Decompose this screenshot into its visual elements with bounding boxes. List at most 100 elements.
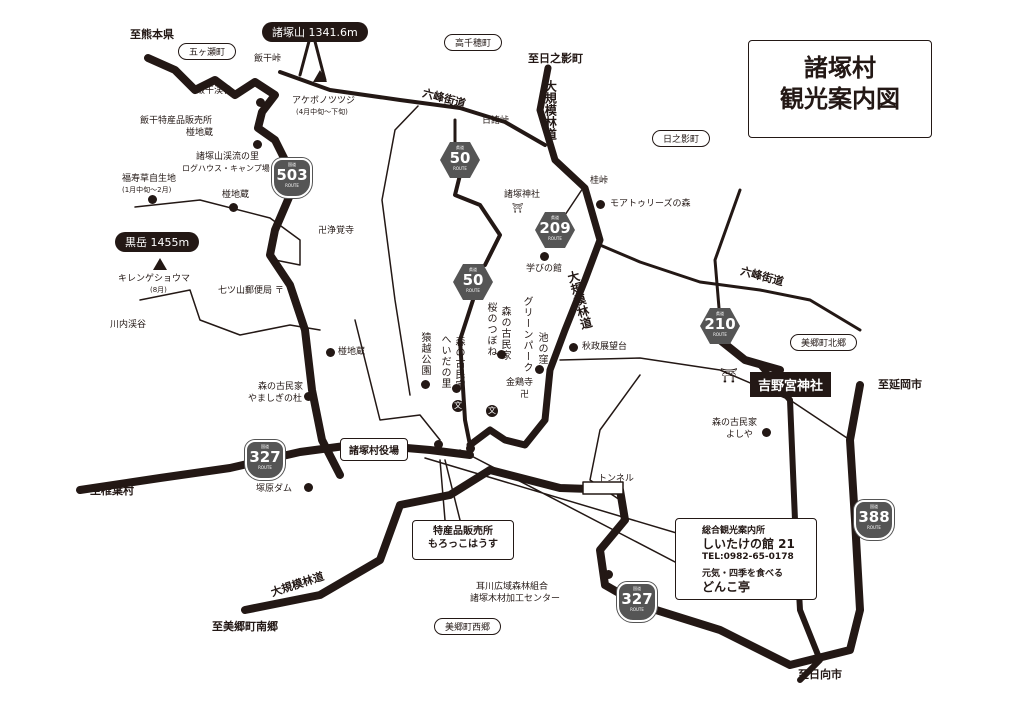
peak-label-kurodake: 黒岳 1455m <box>115 232 200 252</box>
place-akimasa: 秋政展望台 <box>582 342 628 352</box>
title-box: 諸塚村 観光案内図 <box>748 40 932 138</box>
place-keiryu: 諸塚山渓流の里 <box>196 152 260 162</box>
callout-leader <box>439 459 461 521</box>
place-logu: ログハウス・キャンプ場 <box>182 164 270 173</box>
area-misato-kitago: 美郷町北郷 <box>790 334 858 351</box>
minor-road <box>381 105 419 396</box>
minor-road <box>598 243 862 332</box>
place-kirenge: キレンゲショウマ <box>118 274 191 284</box>
poi-dot <box>497 350 506 359</box>
temple-icon: 卍 <box>520 390 530 400</box>
morokko-line-2: もろっこはうす <box>428 539 498 550</box>
place-nanatsu: 七ツ山郵便局 〒 <box>218 286 284 296</box>
place-heida-2: へいだの里 <box>439 334 450 389</box>
place-mimikawa-1: 耳川広域森林組合 <box>476 582 549 592</box>
post-office-icon: 〒 <box>274 286 284 296</box>
place-kunugi-2: 椪地蔵 <box>222 190 250 200</box>
place-manabi: 学びの館 <box>526 264 563 274</box>
place-kunugi-1: 椪地蔵 <box>186 128 214 138</box>
temple-icon: 卍 <box>318 226 328 236</box>
poi-dot <box>604 570 613 579</box>
minor-road <box>559 357 851 441</box>
poi-dot <box>148 195 157 204</box>
title-line-1: 諸塚村 <box>804 54 876 82</box>
yakuba-label: 諸塚村役場 <box>340 438 408 461</box>
school-icon: 文 <box>452 400 464 412</box>
peak-label-morotsuka: 諸塚山 1341.6m <box>262 22 368 42</box>
minor-road <box>354 319 441 441</box>
morokko-callout: 特産品販売所 もろっこはうす <box>412 520 514 560</box>
road-route-210 <box>716 336 784 374</box>
peak-marker <box>313 70 327 82</box>
poi-dot <box>596 200 605 209</box>
title-line-2: 観光案内図 <box>780 85 900 114</box>
poi-dot <box>452 384 461 393</box>
peak-marker <box>153 258 167 270</box>
morokko-line-1: 特産品販売所 <box>433 526 493 537</box>
school-icon: 文 <box>486 405 498 417</box>
road-route-327 <box>76 440 474 494</box>
tunnel-mark <box>582 481 624 495</box>
place-sarugoe: 猿越公園 <box>419 332 430 376</box>
road-daikibo-south <box>241 381 864 669</box>
poi-dot <box>304 483 313 492</box>
road-route-503 <box>144 54 344 479</box>
direction-kumamoto: 至熊本県 <box>130 28 174 41</box>
place-yoshiya-2: よしや <box>726 430 753 440</box>
poi-dot <box>466 444 475 453</box>
place-tsukabara: 塚原ダム <box>256 484 293 494</box>
info-line-1: 総合観光案内所 <box>702 526 766 536</box>
place-akebono: アケボノツツジ <box>292 96 356 106</box>
minor-road <box>713 188 742 322</box>
minor-road <box>139 289 321 336</box>
place-fukuju: 福寿草自生地 <box>122 174 177 184</box>
place-jinja: 諸塚神社 <box>504 190 541 200</box>
direction-nobeoka: 至延岡市 <box>878 378 922 391</box>
shrine-icon: ⛩ <box>512 204 524 214</box>
direction-hyuga: 至日向市 <box>798 668 842 681</box>
yoshino-shrine-label: 吉野宮神社 <box>750 372 832 397</box>
place-mimikawa-2: 諸塚木材加工センター <box>470 594 561 604</box>
place-jokaku: 卍浄覚寺 <box>318 226 355 236</box>
road-route-50 <box>453 173 502 447</box>
area-misato-saigo: 美郷町西郷 <box>434 618 502 635</box>
area-takachiho: 高千穂町 <box>444 34 503 51</box>
info-callout: 総合観光案内所 しいたけの館 21 TEL:0982-65-0178 元気・四季… <box>675 518 817 600</box>
info-line-3: 元気・四季を食べる <box>702 569 784 579</box>
poi-dot <box>256 98 265 107</box>
place-sakura-1: 森の古民家 <box>499 306 510 361</box>
area-hinokage: 日之影町 <box>652 130 711 147</box>
place-kawauchi: 川内渓谷 <box>110 320 147 330</box>
place-iiboshi-keikoku: 飯干渓谷 <box>196 86 233 96</box>
poi-dot <box>253 140 262 149</box>
poi-dot <box>326 348 335 357</box>
place-yoshiya-1: 森の古民家 <box>712 418 758 428</box>
info-tel: TEL:0982-65-0178 <box>702 552 794 562</box>
poi-dot <box>421 380 430 389</box>
minor-road <box>564 184 586 216</box>
area-gokase: 五ヶ瀬町 <box>178 43 237 60</box>
minor-road <box>134 199 301 266</box>
place-akebono-note: (4月中旬〜下旬) <box>296 108 348 116</box>
road-daikibo-rindo <box>466 64 604 449</box>
poi-dot <box>569 343 578 352</box>
place-kirenge-note: (8月) <box>150 286 167 294</box>
place-heida-1: 森の古民家 <box>453 336 464 391</box>
place-tokusan: 飯干特産品販売所 <box>140 116 213 126</box>
place-green: グリーンパーク <box>521 296 532 373</box>
place-katsura: 桂峠 <box>590 176 609 186</box>
shrine-icon: ⛩ <box>720 368 738 384</box>
place-yamashigi-1: 森の古民家 <box>258 382 304 392</box>
poi-dot <box>762 428 771 437</box>
direction-misato-nango: 至美郷町南郷 <box>212 620 278 633</box>
road-label-daikibo-1: 大規模林道 <box>543 80 558 140</box>
place-kinkei: 金鶏寺 <box>506 378 534 388</box>
info-line-4: どんこ亭 <box>702 580 751 594</box>
